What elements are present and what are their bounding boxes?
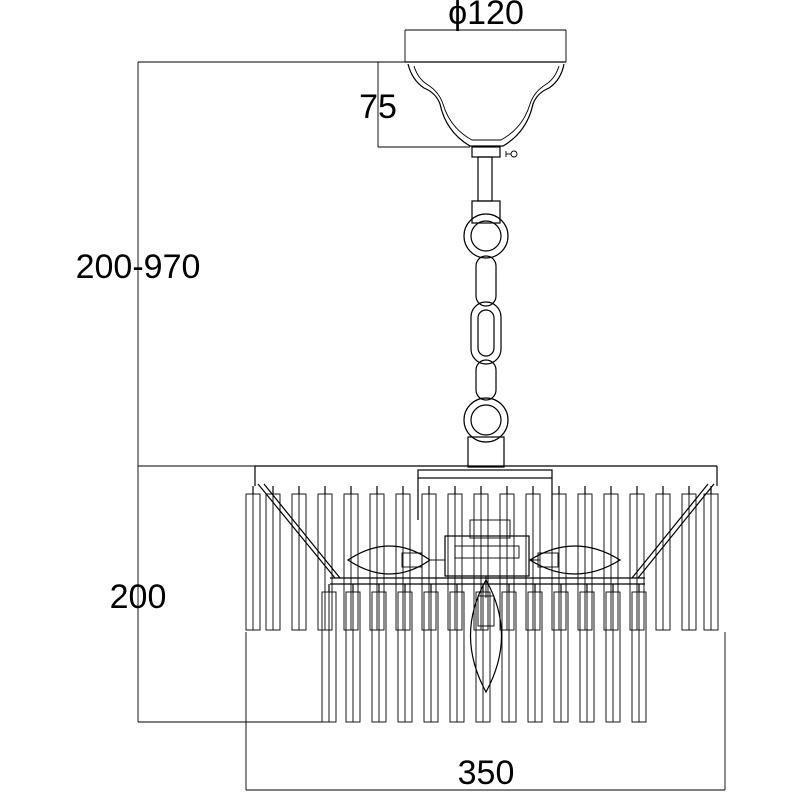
- body-height-label: 200: [110, 578, 167, 616]
- suspension-chain: [463, 146, 509, 468]
- canopy-diameter-label: ϕ120: [448, 0, 524, 32]
- inner-crystal-ring: [321, 584, 647, 723]
- dimension-lines: [137, 29, 726, 791]
- outer-crystal-ring: [245, 486, 719, 631]
- light-bulbs: [346, 519, 622, 694]
- body-width-label: 350: [458, 754, 515, 792]
- ceiling-canopy: [405, 61, 566, 158]
- chandelier-frame: [254, 465, 718, 585]
- canopy-height-label: 75: [359, 88, 397, 126]
- total-height-label: 200-970: [76, 248, 201, 286]
